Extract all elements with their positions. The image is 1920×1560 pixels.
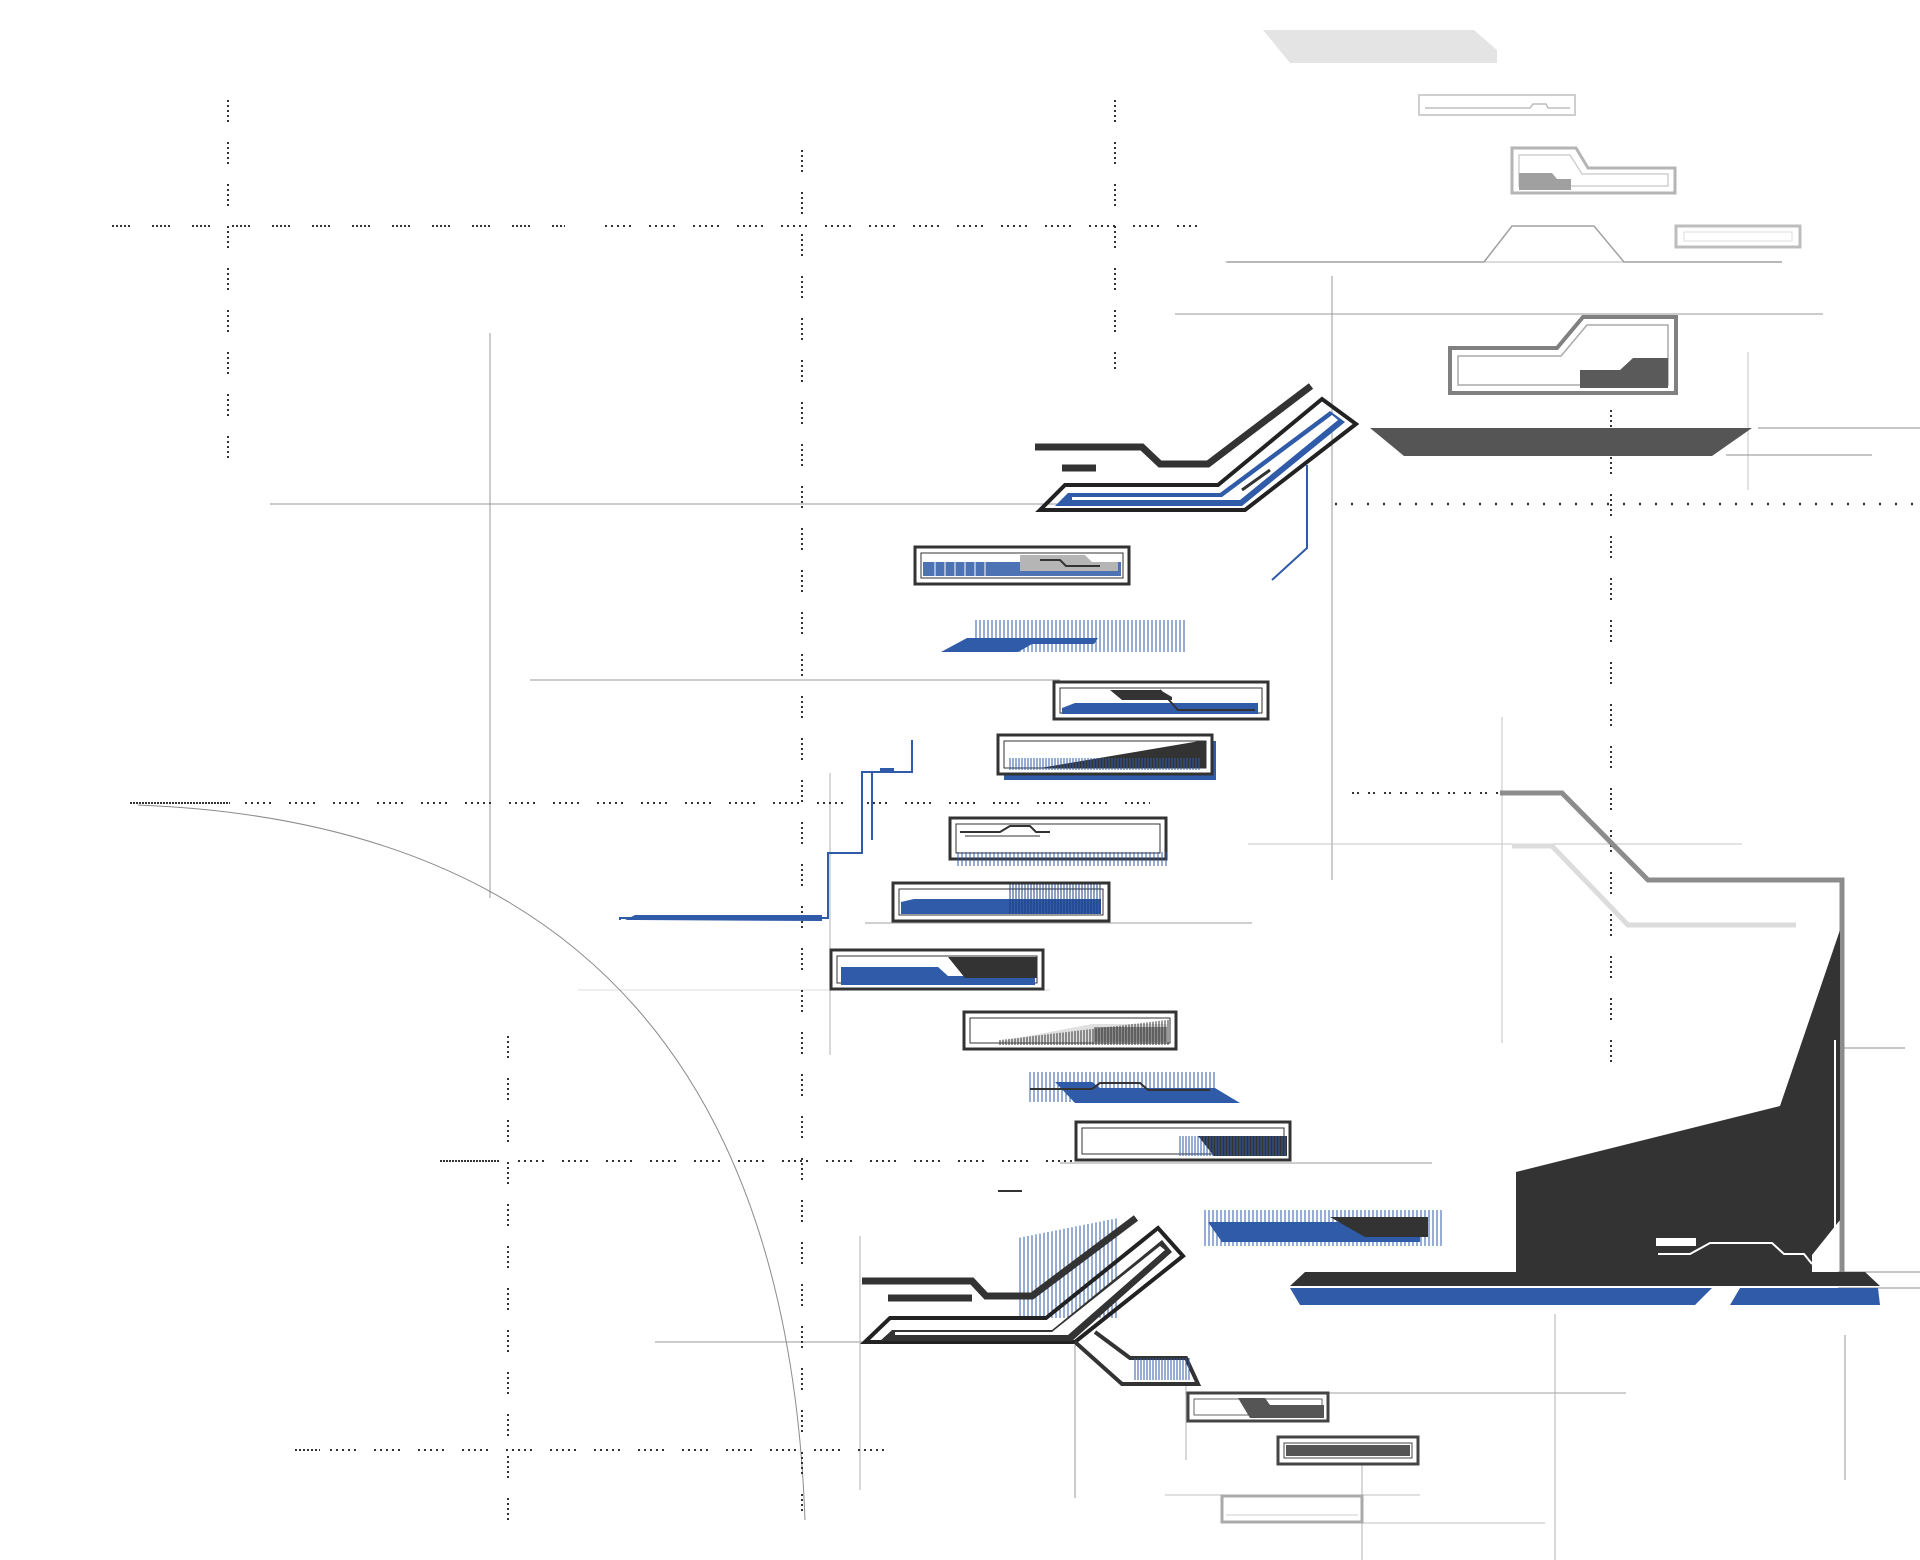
- step-panel-7: [962, 1010, 1178, 1051]
- step-hatch-2: [1029, 1072, 1240, 1103]
- step-2-trace: [1159, 689, 1255, 711]
- dark-mass-white-tab: [1656, 1238, 1696, 1246]
- step-5-inner: [898, 888, 1104, 916]
- step-panel-1: [913, 545, 1131, 586]
- bottom-panel-1: [1186, 1391, 1330, 1423]
- step-4-trace: [960, 825, 1050, 833]
- dark-trapezoid-bar: [1370, 428, 1752, 456]
- upper-arm-white-gap: [1072, 415, 1338, 500]
- thin-panel-trace: [1425, 103, 1570, 109]
- step-panel-5: [891, 881, 1111, 923]
- lower-arm-tail: [1073, 1330, 1202, 1386]
- notched-panel-large: [1448, 315, 1678, 395]
- right-dark-mass: [1290, 930, 1880, 1305]
- lower-arm-dark-fill: [880, 1240, 1172, 1341]
- slim-panel-right-inner: [1683, 231, 1793, 242]
- step-7-hatching: [999, 1019, 1169, 1045]
- step-2-blue-fill: [1062, 703, 1258, 714]
- slim-panel-right: [1674, 224, 1802, 249]
- step-panel-6: [829, 948, 1045, 991]
- step-2-dark-tab: [1110, 690, 1172, 700]
- hatch-3-dark-wedge: [1330, 1217, 1428, 1237]
- notched-panel-large-frame: [1448, 315, 1678, 395]
- bottom-panel-3: [1220, 1494, 1364, 1524]
- top-right-cluster: [1227, 30, 1802, 456]
- step-4-hatching: [957, 852, 1167, 866]
- upper-arm-outline: [1035, 396, 1360, 512]
- hatch-1-lines: [975, 620, 1185, 652]
- step-panel-3: [996, 733, 1216, 780]
- dark-mass-circuit-trace: [1658, 1242, 1813, 1265]
- upper-arm-tick: [1241, 468, 1271, 492]
- left-blue-connector: [619, 740, 913, 921]
- step-1-inner: [920, 552, 1124, 579]
- bottom-panel-2: [1276, 1435, 1420, 1466]
- bottom-panel-3-frame: [1220, 1494, 1364, 1524]
- step-hatch-3: [1204, 1210, 1442, 1246]
- lower-arm-top-stroke: [862, 1215, 1139, 1300]
- step-5-hatching: [1009, 884, 1101, 914]
- step-panel-2: [1052, 680, 1270, 721]
- upper-chevron-arm: [1035, 383, 1360, 581]
- base-dark-bar: [1290, 1272, 1880, 1286]
- lower-arm-tail-hatching: [1134, 1358, 1190, 1380]
- quarter-arc: [137, 804, 806, 1521]
- raised-trace-line: [1227, 225, 1782, 263]
- dotted-grid: [112, 100, 1920, 1536]
- step-7-gray-fill: [1094, 1027, 1167, 1042]
- base-blue-bar-left: [1290, 1288, 1712, 1305]
- bottom-panel-2-fill: [1286, 1445, 1410, 1456]
- lower-chevron-arm: [860, 1215, 1202, 1386]
- top-tag-shape: [1263, 30, 1497, 63]
- connector-trace: [619, 740, 913, 920]
- base-blue-bar-right: [1730, 1288, 1880, 1305]
- connector-blue-bar: [625, 915, 822, 921]
- step-panel-4: [948, 816, 1168, 866]
- upper-arm-top-stroke: [1035, 383, 1314, 468]
- notched-panel-small-frame: [1510, 146, 1677, 195]
- lower-arm-white-gap: [895, 1246, 1165, 1335]
- notched-panel-large-fill: [1580, 358, 1668, 388]
- dark-mass-polygon: [1516, 930, 1840, 1272]
- step-7-inner: [969, 1017, 1171, 1044]
- step-3-hatching: [1009, 758, 1200, 770]
- upper-arm-blue-fill: [1055, 411, 1345, 506]
- hatch-2-blue-shape: [1055, 1082, 1240, 1103]
- notched-panel-small-fill: [1519, 173, 1571, 190]
- notched-panel-small: [1510, 146, 1677, 195]
- step-6-dark-wedge: [948, 957, 1037, 978]
- light-angled-trace: [1512, 843, 1796, 928]
- step-5-blue-fill: [901, 899, 1101, 914]
- bottom-panel-2-inner: [1283, 1442, 1413, 1459]
- thin-panel-frame: [1418, 94, 1576, 116]
- step-panel-8: [1074, 1120, 1292, 1162]
- step-1-hatching: [934, 562, 986, 576]
- hatch-2-trace: [1030, 1082, 1210, 1091]
- step-8-hatching: [1179, 1136, 1286, 1156]
- bottom-panel-1-fill: [1238, 1398, 1324, 1418]
- notched-panel-large-inner: [1457, 324, 1669, 386]
- upper-arm-blue-drop-line: [1271, 465, 1308, 581]
- slim-panel-right-frame: [1674, 224, 1802, 249]
- step-6-blue-fill: [841, 967, 1035, 985]
- step-1-trace: [1040, 559, 1100, 567]
- gray-angled-trace: [1500, 790, 1845, 1272]
- step-hatch-1: [941, 620, 1185, 652]
- thin-panel-top: [1418, 94, 1576, 116]
- connector-tab: [880, 768, 894, 772]
- right-angled-traces: [1500, 790, 1845, 1272]
